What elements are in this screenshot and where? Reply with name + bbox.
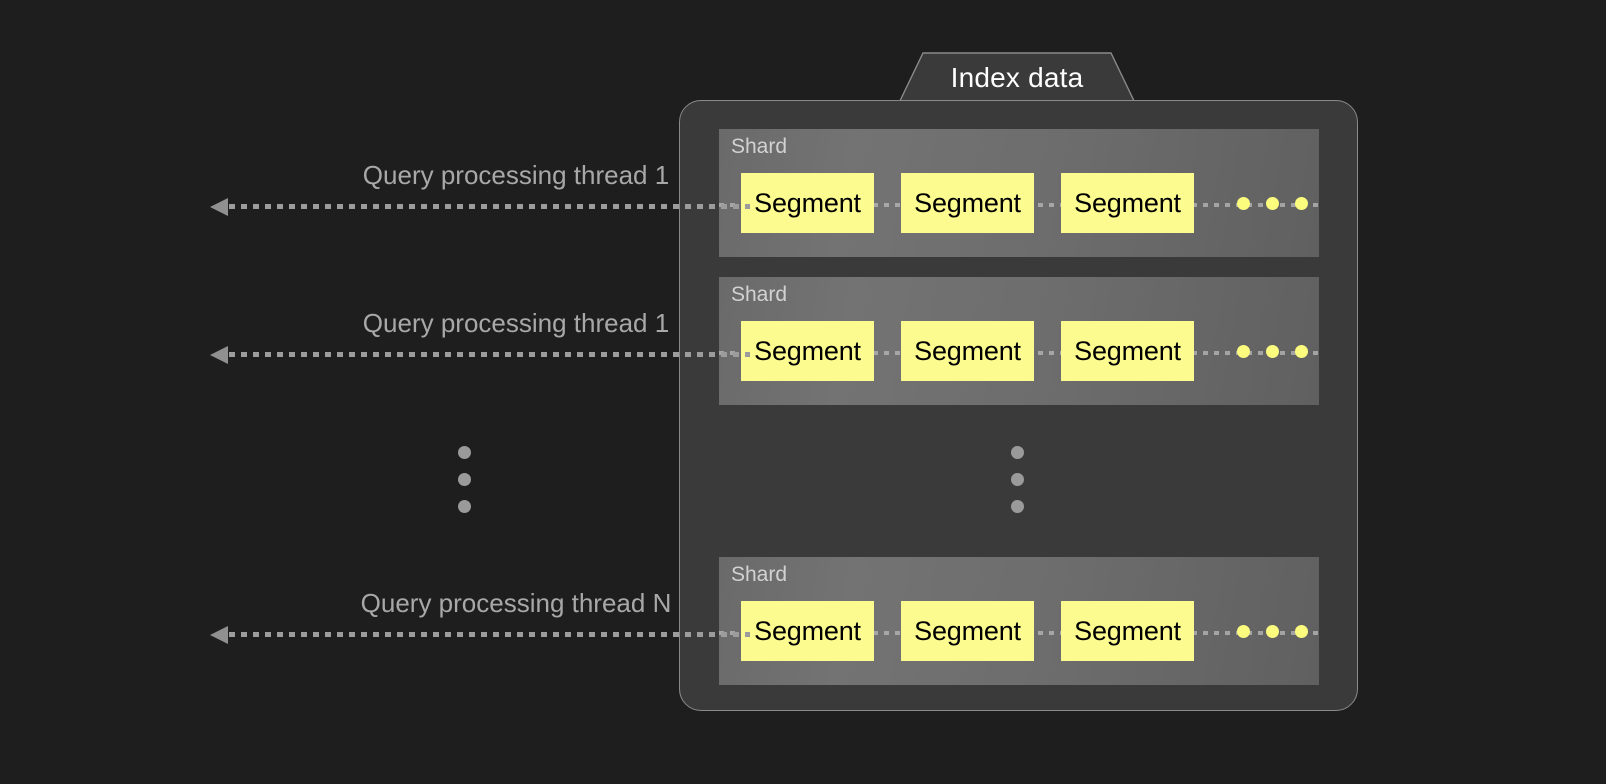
segment-box: Segment bbox=[901, 321, 1034, 381]
segment-more-dots-icon bbox=[1237, 196, 1308, 210]
index-data-tab: Index data bbox=[897, 52, 1137, 106]
ellipsis-dot bbox=[458, 500, 471, 513]
segment-dot bbox=[1266, 344, 1279, 358]
ellipsis-dot bbox=[458, 446, 471, 459]
segment-box: Segment bbox=[901, 601, 1034, 661]
shard-row: Shard Segment Segment Segment bbox=[719, 557, 1319, 685]
ellipsis-dot bbox=[458, 473, 471, 486]
segment-list: Segment Segment Segment bbox=[741, 321, 1308, 381]
query-thread-label: Query processing thread 1 bbox=[362, 308, 670, 338]
query-thread-arrow-icon bbox=[210, 344, 750, 364]
query-thread-label: Query processing thread N bbox=[360, 588, 672, 618]
segment-box: Segment bbox=[901, 173, 1034, 233]
segment-list: Segment Segment Segment bbox=[741, 173, 1308, 233]
shard-row: Shard Segment Segment Segment bbox=[719, 129, 1319, 257]
segment-box: Segment bbox=[741, 601, 874, 661]
segment-box: Segment bbox=[741, 173, 874, 233]
query-thread-arrow-icon bbox=[210, 624, 750, 644]
segment-dot bbox=[1237, 624, 1250, 638]
ellipsis-dot bbox=[1011, 473, 1024, 486]
ellipsis-dot bbox=[1011, 500, 1024, 513]
segment-more-dots-icon bbox=[1237, 624, 1308, 638]
index-data-title: Index data bbox=[950, 62, 1084, 93]
segment-dot bbox=[1295, 344, 1308, 358]
threads-vertical-ellipsis-icon bbox=[458, 446, 471, 513]
segment-box: Segment bbox=[1061, 173, 1194, 233]
arrow-dotted-line bbox=[229, 352, 750, 357]
segment-more-dots-icon bbox=[1237, 344, 1308, 358]
query-thread-arrow-icon bbox=[210, 196, 750, 216]
arrow-head-left-icon bbox=[210, 346, 228, 364]
arrow-head-left-icon bbox=[210, 198, 228, 216]
arrow-head-left-icon bbox=[210, 626, 228, 644]
arrow-dotted-line bbox=[229, 632, 750, 637]
segment-dot bbox=[1295, 196, 1308, 210]
ellipsis-dot bbox=[1011, 446, 1024, 459]
panel-vertical-ellipsis-icon bbox=[1011, 446, 1024, 513]
segment-dot bbox=[1237, 196, 1250, 210]
segment-list: Segment Segment Segment bbox=[741, 601, 1308, 661]
query-thread-label: Query processing thread 1 bbox=[362, 160, 670, 190]
shard-label: Shard bbox=[731, 283, 788, 306]
segment-dot bbox=[1237, 344, 1250, 358]
segment-dot bbox=[1266, 624, 1279, 638]
segment-box: Segment bbox=[1061, 601, 1194, 661]
arrow-dotted-line bbox=[229, 204, 750, 209]
segment-box: Segment bbox=[1061, 321, 1194, 381]
segment-dot bbox=[1266, 196, 1279, 210]
index-data-panel: Shard Segment Segment Segment Shard Segm… bbox=[679, 100, 1358, 711]
segment-box: Segment bbox=[741, 321, 874, 381]
segment-dot bbox=[1295, 624, 1308, 638]
shard-row: Shard Segment Segment Segment bbox=[719, 277, 1319, 405]
shard-label: Shard bbox=[731, 135, 788, 158]
shard-label: Shard bbox=[731, 563, 788, 586]
